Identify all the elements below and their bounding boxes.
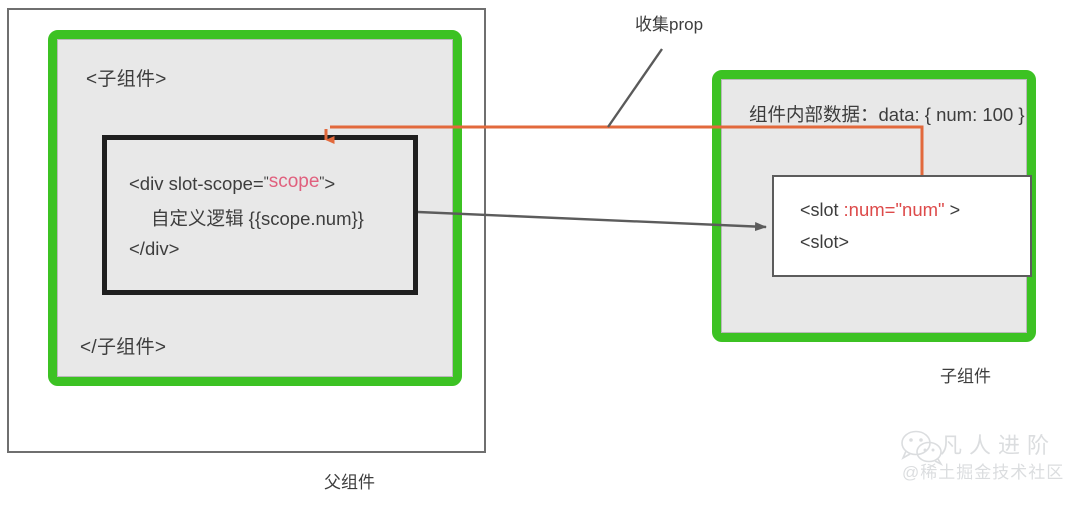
wechat-icon bbox=[901, 430, 944, 466]
code-scope-value: scope bbox=[268, 171, 320, 192]
code-quote-open: " bbox=[263, 173, 269, 189]
child-component-caption: 子组件 bbox=[940, 367, 991, 386]
slot-scope-code-box: <div slot-scope="scope"> 自定义逻辑 {{scope.n… bbox=[102, 135, 418, 295]
code-line-div-close: </div> bbox=[129, 238, 180, 259]
watermark: 凡人进阶 @稀土掘金技术社区 bbox=[896, 428, 1072, 494]
watermark-brand: 凡人进阶 bbox=[940, 433, 1057, 458]
collect-prop-leader-line bbox=[607, 48, 663, 128]
collect-prop-annotation: 收集prop bbox=[635, 15, 704, 34]
code-angle-close: > bbox=[324, 173, 336, 194]
component-internal-data-label: 组件内部数据：data: { num: 100 } bbox=[749, 104, 1025, 125]
child-open-tag-label: <子组件> bbox=[86, 69, 167, 90]
code-line-div-open: <div slot-scope="scope"> bbox=[129, 171, 336, 196]
slot-line-close: <slot> bbox=[800, 232, 850, 252]
slot-tag-name: <slot bbox=[800, 200, 839, 220]
parent-component-caption: 父组件 bbox=[324, 473, 375, 492]
watermark-source: @稀土掘金技术社区 bbox=[902, 463, 1065, 482]
slot-angle-close: > bbox=[949, 200, 961, 220]
code-line-custom-logic: 自定义逻辑 {{scope.num}} bbox=[151, 208, 364, 229]
code-div-slotscope-text: <div slot-scope= bbox=[129, 173, 264, 194]
slot-num-binding: :num="num" bbox=[843, 199, 945, 220]
child-close-tag-label: </子组件> bbox=[80, 337, 167, 358]
slot-line-open: <slot :num="num" > bbox=[800, 199, 960, 221]
code-quote-close: " bbox=[319, 173, 325, 189]
slot-definition-box: <slot :num="num" > <slot> bbox=[772, 175, 1032, 277]
